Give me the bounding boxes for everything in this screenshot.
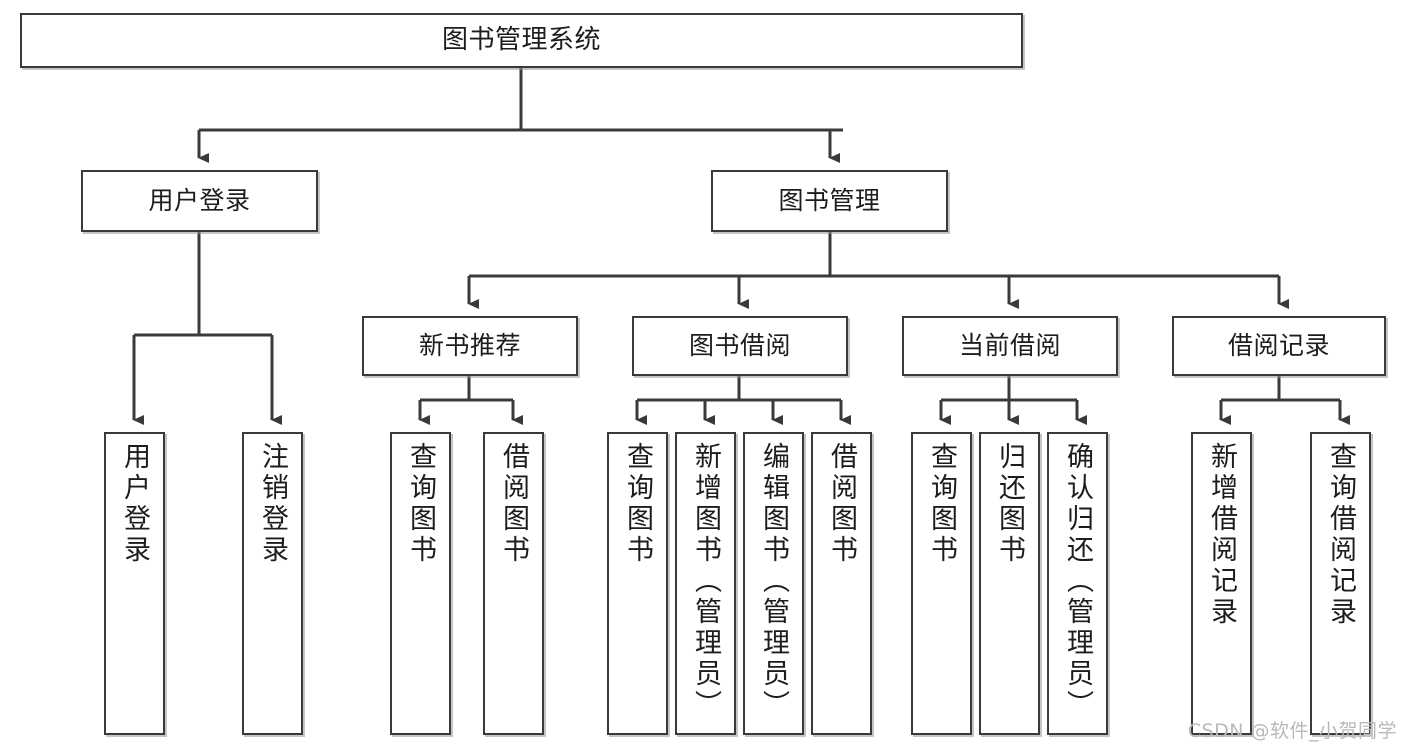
csdn-watermark: CSDN @软件_小贺同学 <box>1187 720 1397 742</box>
node-label: 新增借阅记录 <box>1206 442 1237 628</box>
node-leaf-logout[interactable]: 注销登录 <box>242 432 303 735</box>
node-label: 图书借阅 <box>688 331 791 360</box>
node-leaf-borrow-book-recommend[interactable]: 借阅图书 <box>483 432 544 735</box>
node-label: 当前借阅 <box>958 331 1061 360</box>
node-leaf-add-book-admin[interactable]: 新增图书（管理员） <box>675 432 736 735</box>
node-leaf-confirm-return-admin[interactable]: 确认归还（管理员） <box>1047 432 1108 735</box>
node-label: 归还图书 <box>994 442 1025 566</box>
node-book-management[interactable]: 图书管理 <box>711 170 948 232</box>
node-label: 新增图书（管理员） <box>690 442 721 721</box>
node-new-book-recommend[interactable]: 新书推荐 <box>362 316 578 376</box>
node-leaf-return-book[interactable]: 归还图书 <box>979 432 1040 735</box>
node-leaf-borrow-book[interactable]: 借阅图书 <box>811 432 872 735</box>
node-label: 用户登录 <box>119 442 150 566</box>
node-leaf-user-login[interactable]: 用户登录 <box>104 432 165 735</box>
node-current-borrow[interactable]: 当前借阅 <box>902 316 1118 376</box>
node-label: 确认归还（管理员） <box>1062 442 1093 721</box>
node-label: 注销登录 <box>257 442 288 566</box>
node-leaf-query-borrow-record[interactable]: 查询借阅记录 <box>1310 432 1371 735</box>
node-label: 图书管理系统 <box>441 24 601 55</box>
node-leaf-query-book-current[interactable]: 查询图书 <box>911 432 972 735</box>
node-label: 查询图书 <box>405 442 436 566</box>
node-user-login[interactable]: 用户登录 <box>81 170 318 232</box>
node-label: 借阅图书 <box>826 442 857 566</box>
node-label: 用户登录 <box>148 186 251 215</box>
node-label: 图书管理 <box>778 186 881 215</box>
node-book-borrow[interactable]: 图书借阅 <box>632 316 848 376</box>
node-label: 编辑图书（管理员） <box>758 442 789 721</box>
node-leaf-edit-book-admin[interactable]: 编辑图书（管理员） <box>743 432 804 735</box>
node-label: 借阅记录 <box>1227 331 1330 360</box>
node-label: 借阅图书 <box>498 442 529 566</box>
node-leaf-query-book-borrow[interactable]: 查询图书 <box>607 432 668 735</box>
node-borrow-record[interactable]: 借阅记录 <box>1172 316 1386 376</box>
node-label: 新书推荐 <box>418 331 521 360</box>
node-label: 查询图书 <box>622 442 653 566</box>
node-root-book-management-system[interactable]: 图书管理系统 <box>20 13 1023 68</box>
node-leaf-query-book-recommend[interactable]: 查询图书 <box>390 432 451 735</box>
node-label: 查询借阅记录 <box>1325 442 1356 628</box>
node-label: 查询图书 <box>926 442 957 566</box>
node-leaf-add-borrow-record[interactable]: 新增借阅记录 <box>1191 432 1252 735</box>
